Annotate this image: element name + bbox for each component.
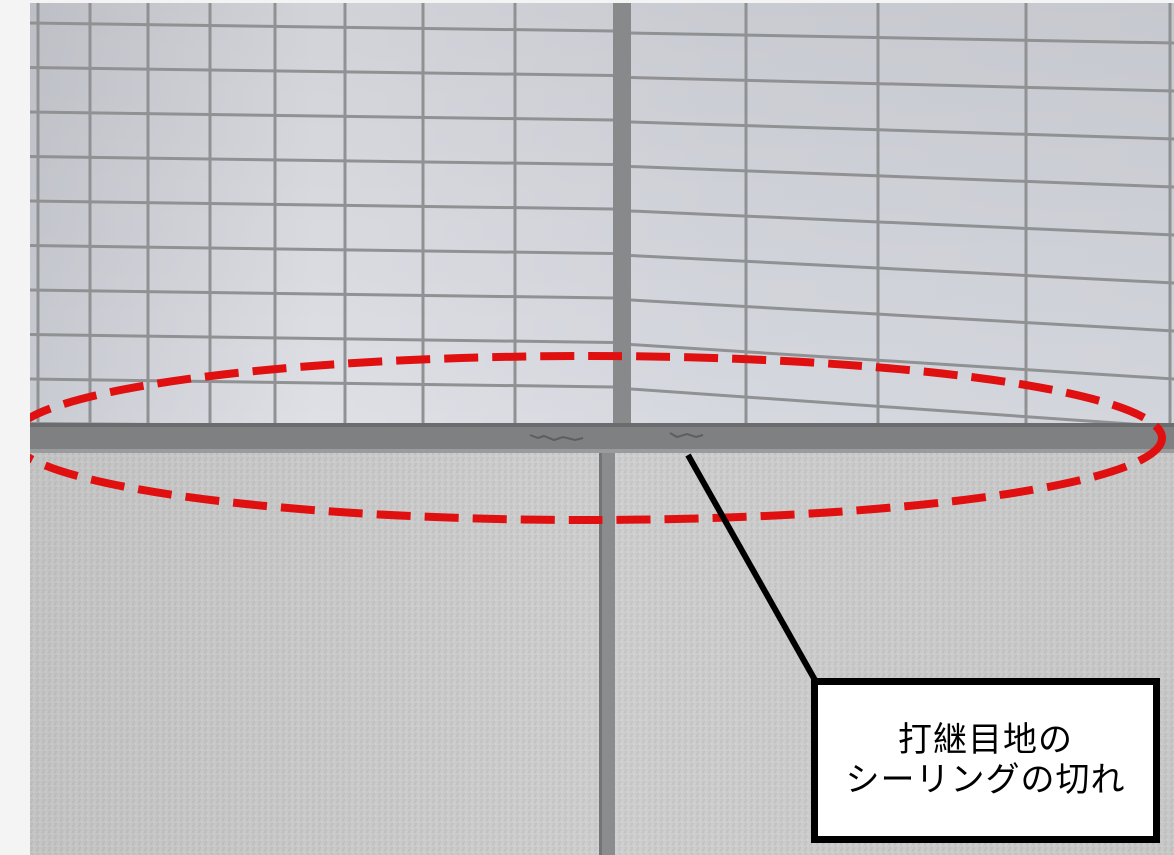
- tile-wall: [30, 3, 1174, 430]
- leader-line-icon: [685, 453, 823, 691]
- grout-line: [630, 120, 1174, 141]
- construction-joint: [30, 423, 1174, 453]
- tile-expansion-joint: [613, 3, 631, 433]
- grout-line: [630, 298, 1174, 333]
- stucco-vertical-joint: [599, 453, 615, 855]
- grout-line: [630, 387, 1174, 429]
- callout-line-2: シーリングの切れ: [845, 759, 1126, 800]
- grout-line: [630, 165, 1174, 189]
- wall-photo: [30, 3, 1174, 855]
- grout-line: [630, 76, 1174, 93]
- dashed-ellipse-icon: [30, 352, 1166, 524]
- grout-line: [630, 209, 1174, 237]
- annotation-callout: 打継目地の シーリングの切れ: [811, 678, 1160, 843]
- grout-line: [630, 343, 1174, 381]
- grout-line: [630, 254, 1174, 285]
- callout-line-1: 打継目地の: [898, 720, 1073, 761]
- grout-line: [630, 31, 1174, 45]
